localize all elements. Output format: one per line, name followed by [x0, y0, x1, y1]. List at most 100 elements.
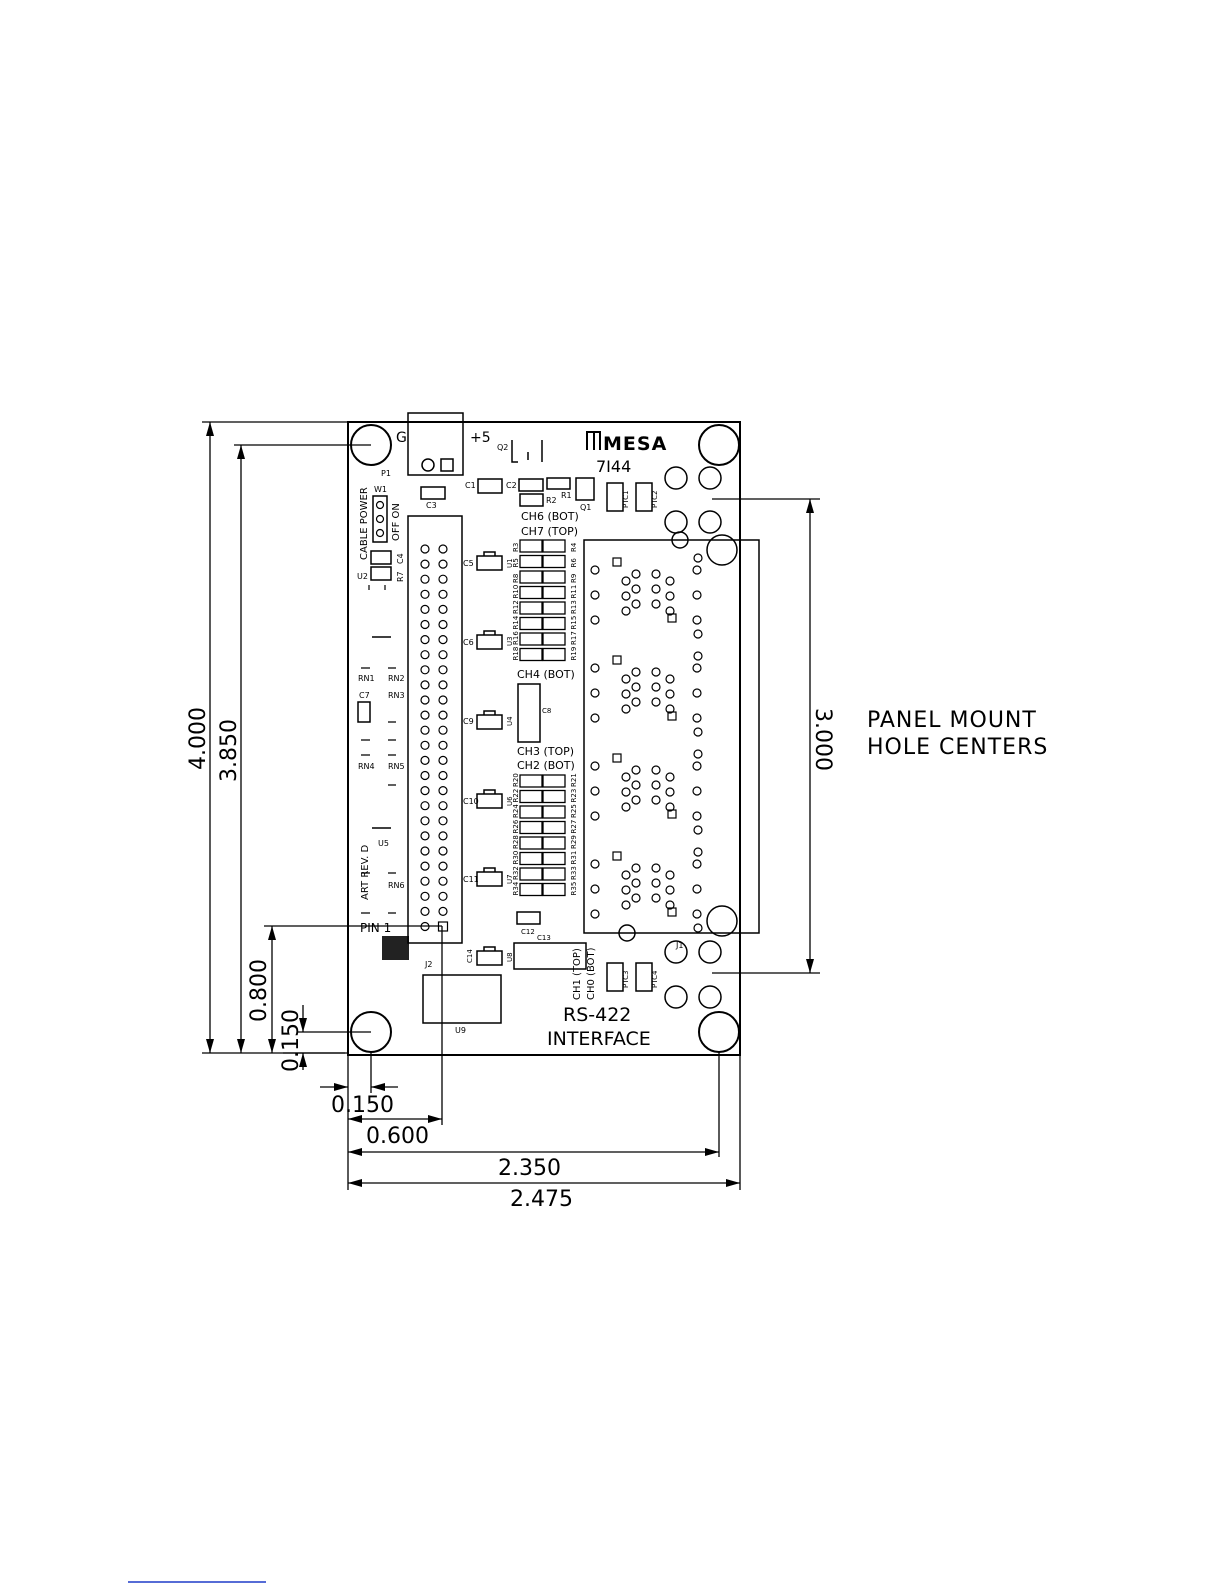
rj45-pad — [665, 606, 675, 616]
resistor-label-right: R33 — [570, 866, 578, 880]
resistor-left — [519, 882, 543, 897]
rj45-pad — [590, 811, 600, 821]
rj45-pad — [692, 663, 702, 673]
j2-pin — [438, 695, 448, 705]
rj45-pad — [631, 893, 641, 903]
c2-label: C2 — [506, 481, 517, 490]
interface-title-line1: RS-422 — [563, 1004, 631, 1026]
j2-header-outline — [407, 515, 463, 944]
rj45-pad — [631, 765, 641, 775]
rj45-pad — [651, 599, 661, 609]
rj45-pad — [631, 863, 641, 873]
q2-outline — [511, 440, 543, 463]
rj45-mount-holes — [618, 531, 738, 942]
resistor-label-left: R24 — [512, 804, 520, 818]
c8-label: C8 — [542, 707, 551, 715]
j2-pin — [438, 680, 448, 690]
ch2-label: CH2 (BOT) — [517, 759, 575, 772]
c6-label: C6 — [463, 638, 474, 647]
j2-pin — [438, 589, 448, 599]
u9-outline — [422, 974, 502, 1024]
resistor-left — [519, 867, 543, 881]
j2-pin — [420, 770, 430, 781]
rj45-square-pad — [612, 557, 622, 567]
rj45-pad — [692, 688, 702, 698]
resistor-left — [519, 585, 543, 600]
art-rev-label: ART REV. D — [360, 844, 371, 900]
resistor-right — [542, 601, 566, 615]
rj45-pad — [631, 599, 641, 609]
j2-pin — [420, 906, 430, 917]
j2-pin — [420, 846, 430, 856]
j2-pin — [438, 740, 448, 750]
rj45-square-pad — [667, 907, 677, 917]
rj45-pad — [692, 565, 702, 575]
resistor-label-right: R29 — [570, 835, 578, 849]
rj45-pad — [590, 663, 600, 673]
resistor-right — [542, 805, 566, 819]
ch4-label: CH4 (BOT) — [517, 668, 575, 681]
pad-group-top-right — [664, 466, 722, 534]
rj45-square-pad — [612, 753, 622, 763]
u3-label: U3 — [506, 636, 514, 646]
resistor-left — [519, 851, 543, 866]
j2-pin — [438, 619, 448, 630]
j2-pin — [438, 861, 448, 871]
rj45-pad — [665, 704, 675, 714]
resistor-label-left: R16 — [512, 631, 520, 645]
p1-label: P1 — [381, 469, 391, 478]
rj45-pad — [621, 885, 631, 895]
resistor-left — [519, 616, 543, 631]
ptc3-outline — [606, 962, 624, 992]
c12-outline — [516, 911, 541, 925]
resistor-label-right: R6 — [570, 558, 578, 568]
j2-pin — [438, 785, 448, 796]
dim-panel-mount: 3.000 — [810, 708, 835, 771]
r2-label: R2 — [546, 496, 557, 505]
ch1-label: CH1 (TOP) — [572, 948, 583, 1000]
resistor-right — [542, 820, 566, 835]
rj45-pad — [621, 802, 631, 812]
j2-pin — [438, 770, 448, 781]
q1-outline — [575, 477, 595, 501]
resistor-right — [542, 539, 566, 553]
u9-label: U9 — [455, 1026, 466, 1035]
c7-outline — [357, 701, 371, 723]
mounting-hole-top-right — [698, 424, 740, 466]
rj45-pad — [692, 713, 702, 723]
rj45-pad — [621, 704, 631, 714]
rj45-pad — [621, 689, 631, 699]
rj45-pad — [631, 667, 641, 677]
resistor-label-right: R4 — [570, 542, 578, 552]
j2-pin — [420, 876, 430, 886]
r1-outline — [546, 477, 571, 490]
j2-pin — [420, 816, 430, 826]
ptc1-outline — [606, 482, 624, 512]
rj45-pad — [631, 780, 641, 790]
rj45-pad — [631, 697, 641, 707]
rj45-pad — [631, 682, 641, 692]
rj45-pad — [651, 667, 661, 677]
ch6-label: CH6 (BOT) — [521, 510, 579, 523]
resistor-right — [542, 647, 566, 662]
resistor-right — [542, 867, 566, 881]
j2-pin — [420, 710, 430, 720]
j2-pin — [420, 785, 430, 796]
r1-label: R1 — [561, 491, 572, 500]
r7-outline — [370, 566, 392, 581]
j2-pin — [438, 891, 448, 901]
rj45-pad — [590, 859, 600, 869]
ptc4-label: PTC4 — [651, 970, 659, 988]
resistor-right — [542, 616, 566, 631]
resistor-label-right: R35 — [570, 882, 578, 896]
rj45-pad — [631, 584, 641, 594]
logo-text: MESA — [603, 433, 667, 455]
j2-pin — [420, 891, 430, 901]
resistor-right — [542, 774, 566, 788]
resistor-left — [519, 632, 543, 646]
j2-pin — [420, 695, 430, 705]
dim-pin1-x: 0.600 — [366, 1124, 429, 1149]
ptc1-label: PTC1 — [622, 491, 630, 508]
c9-label: C9 — [463, 717, 474, 726]
resistor-label-left: R20 — [512, 773, 520, 787]
